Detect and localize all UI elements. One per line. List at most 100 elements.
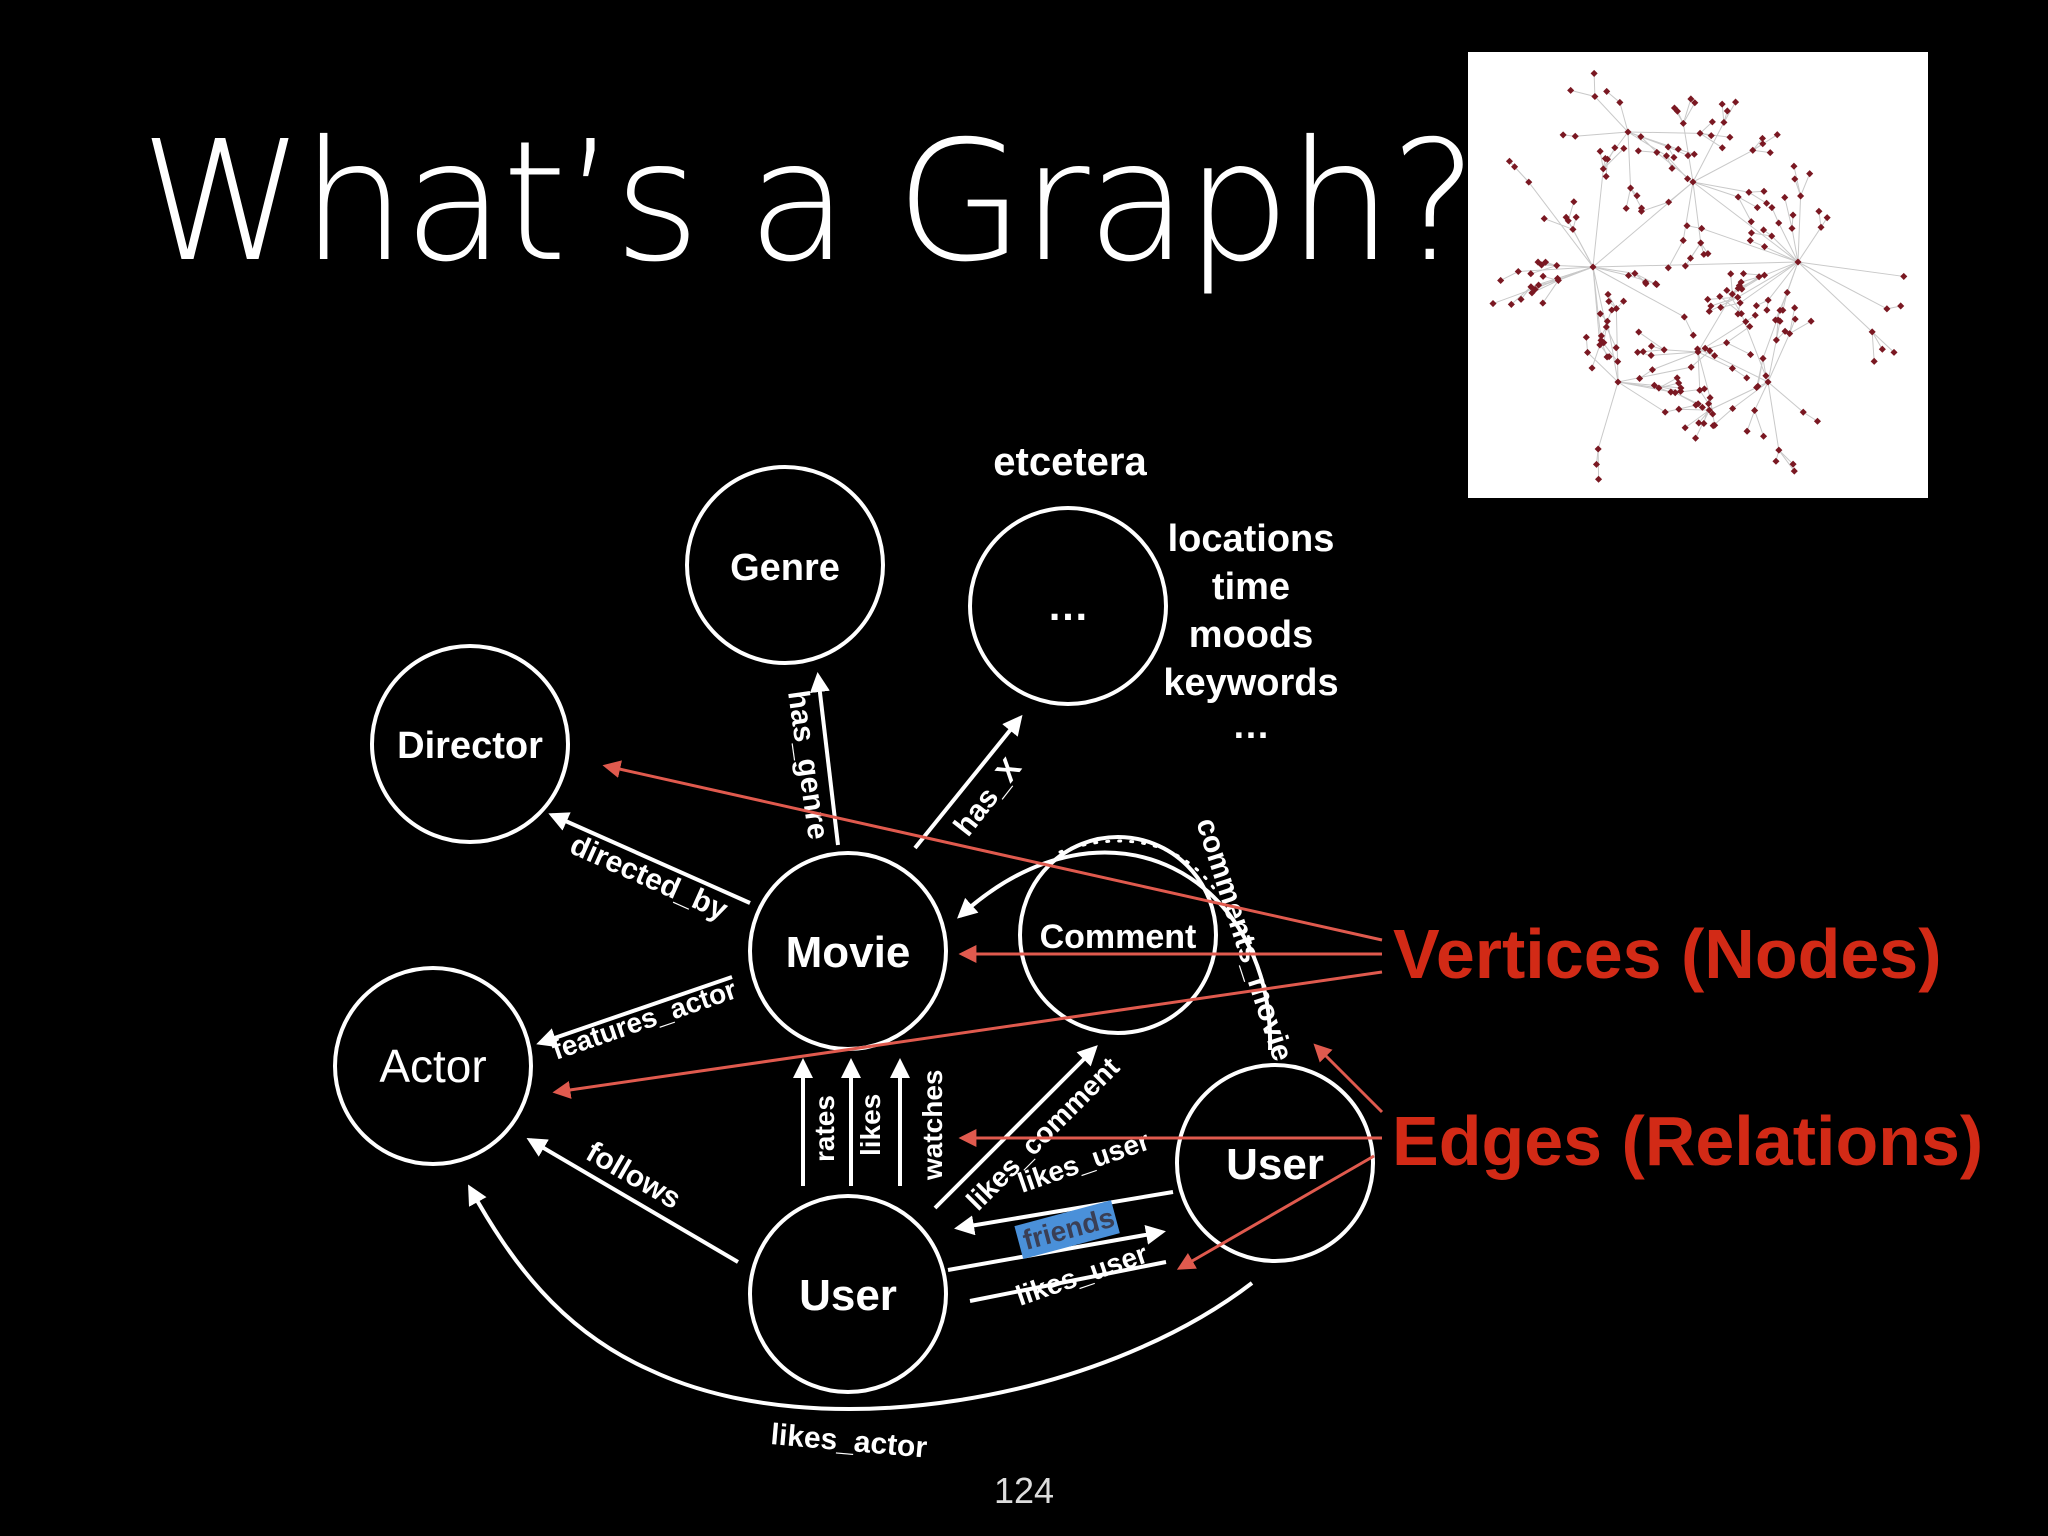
network-node bbox=[1620, 297, 1628, 305]
network-edge bbox=[1606, 321, 1619, 383]
network-node bbox=[1728, 290, 1736, 298]
network-edge bbox=[1797, 261, 1888, 310]
network-edge bbox=[1767, 339, 1777, 383]
network-edge bbox=[1752, 138, 1763, 151]
callout-arrow-comments-movie bbox=[1313, 1043, 1384, 1114]
network-edge bbox=[1797, 261, 1904, 277]
callout-vertices: Vertices (Nodes) bbox=[1393, 915, 1942, 993]
network-edge bbox=[1871, 331, 1883, 350]
network-edge bbox=[1678, 408, 1710, 411]
edge-label-has-x: has_X bbox=[948, 752, 1028, 842]
network-edge bbox=[1778, 449, 1794, 465]
network-edge bbox=[1767, 381, 1780, 451]
network-edge bbox=[1802, 411, 1818, 422]
network-edge bbox=[1737, 196, 1752, 222]
edge-likes-user-bottom bbox=[969, 1260, 1167, 1303]
network-node bbox=[1791, 315, 1799, 323]
network-node bbox=[1680, 313, 1688, 321]
network-node bbox=[1572, 213, 1580, 221]
network-edge bbox=[1520, 286, 1532, 300]
edge-likes-comment bbox=[933, 1045, 1098, 1210]
network-edge bbox=[1692, 181, 1702, 243]
network-node bbox=[1584, 348, 1592, 357]
network-node bbox=[1592, 460, 1601, 468]
callout-arrow-actor bbox=[552, 970, 1383, 1099]
network-edge bbox=[1698, 409, 1710, 424]
network-node bbox=[1764, 296, 1772, 304]
network-edge bbox=[1556, 265, 1594, 268]
network-node bbox=[1603, 317, 1611, 325]
network-edge bbox=[1592, 266, 1601, 345]
network-edge bbox=[1692, 122, 1725, 183]
edge-label-rates: rates bbox=[809, 1095, 840, 1162]
edge-label-comments-movie: comments_movie bbox=[1189, 814, 1299, 1065]
network-edge bbox=[1627, 131, 1701, 134]
network-node bbox=[1683, 222, 1691, 230]
network-edge bbox=[1800, 173, 1811, 197]
network-node bbox=[1807, 317, 1815, 325]
network-edge bbox=[1605, 326, 1617, 348]
slide-title: What’s a Graph? bbox=[140, 106, 1478, 299]
network-node bbox=[1631, 269, 1639, 278]
edge-comments-movie-dots bbox=[1058, 839, 1217, 892]
network-edge bbox=[1697, 342, 1727, 353]
network-edge bbox=[1871, 331, 1875, 362]
callout-arrow-director bbox=[602, 760, 1383, 942]
network-node bbox=[1602, 323, 1610, 331]
network-node bbox=[1760, 432, 1768, 440]
network-edge bbox=[1697, 293, 1733, 353]
network-edge bbox=[1538, 279, 1559, 286]
network-node bbox=[1743, 427, 1751, 435]
network-node bbox=[1799, 408, 1807, 416]
network-edge bbox=[1617, 366, 1692, 383]
other-group: etcetera locations time moods keywords … bbox=[993, 440, 1338, 747]
other-group-item: … bbox=[1232, 705, 1270, 747]
network-edge bbox=[1641, 201, 1669, 212]
network-edge bbox=[1730, 273, 1733, 295]
network-node bbox=[1772, 457, 1780, 465]
network-node bbox=[1753, 383, 1761, 391]
edge-follows bbox=[526, 1137, 740, 1264]
network-node bbox=[1761, 243, 1769, 251]
network-edge bbox=[1530, 265, 1557, 275]
network-edge bbox=[1748, 191, 1767, 204]
network-edge bbox=[1643, 349, 1665, 353]
node-other-label: … bbox=[1047, 582, 1089, 629]
network-edge bbox=[1739, 261, 1799, 304]
network-edge bbox=[1682, 181, 1694, 241]
network-edge bbox=[1575, 131, 1629, 137]
network-edge bbox=[1692, 149, 1754, 183]
network-edge bbox=[1756, 358, 1764, 388]
network-node bbox=[1612, 344, 1620, 352]
network-edge bbox=[1732, 367, 1748, 379]
edge-label-follows: follows bbox=[581, 1135, 687, 1215]
network-edge bbox=[1684, 242, 1702, 267]
network-edge bbox=[1710, 296, 1738, 307]
network-edge bbox=[1683, 316, 1694, 336]
network-edge bbox=[1712, 408, 1733, 427]
network-edge bbox=[1697, 351, 1701, 391]
network-edge bbox=[1544, 218, 1574, 230]
network-node bbox=[1705, 406, 1713, 414]
network-node bbox=[1775, 446, 1783, 454]
page-number: 124 bbox=[993, 1470, 1055, 1511]
network-edge bbox=[1751, 232, 1772, 237]
network-edge bbox=[1528, 181, 1594, 268]
network-node bbox=[1763, 199, 1771, 207]
network-edge bbox=[1737, 196, 1758, 208]
network-node bbox=[1716, 292, 1724, 301]
network-node bbox=[1622, 204, 1630, 212]
network-edge bbox=[1628, 275, 1656, 285]
network-node bbox=[1734, 293, 1742, 301]
network-edge bbox=[1697, 351, 1733, 369]
network-edge bbox=[1592, 266, 1629, 276]
node-actor-label: Actor bbox=[379, 1040, 486, 1092]
node-actor: Actor bbox=[333, 966, 533, 1166]
network-edge bbox=[1754, 381, 1769, 411]
network-edge bbox=[1692, 181, 1799, 263]
network-edge bbox=[1619, 102, 1629, 133]
network-edge bbox=[1732, 276, 1760, 295]
network-edge bbox=[1593, 73, 1596, 97]
node-other: … bbox=[968, 506, 1168, 706]
edge-label-features-actor: features_actor bbox=[548, 974, 741, 1066]
